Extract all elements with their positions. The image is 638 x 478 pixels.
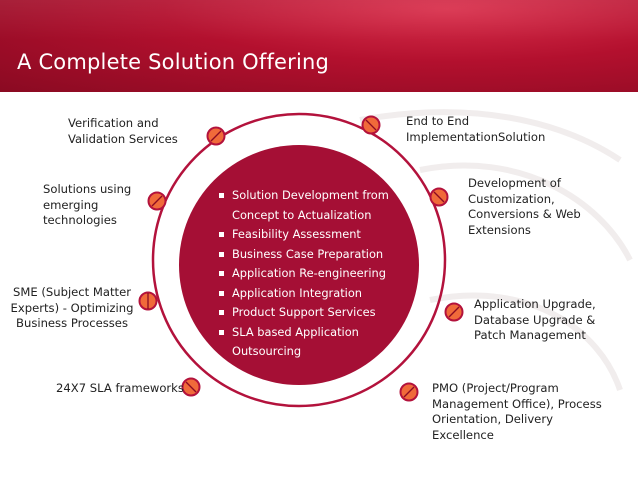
label-sme: SME (Subject Matter Experts) - Optimizin…: [10, 285, 134, 330]
node-end-to-end-marker: [361, 115, 381, 135]
center-circle: [179, 145, 419, 385]
label-pmo: PMO (Project/Program Management Office),…: [432, 381, 602, 442]
node-verification-marker: [206, 126, 226, 146]
label-emerging: Solutions using emerging technologies: [43, 182, 132, 227]
node-emerging-marker: [147, 191, 167, 211]
label-sla: 24X7 SLA frameworks: [56, 381, 184, 395]
center-item: Business Case Preparation: [218, 245, 398, 265]
outer-ring: [151, 112, 447, 408]
background-swirl: [359, 109, 633, 391]
center-item: Concept to Actualization: [232, 207, 372, 222]
label-verification: Verification and Validation Services: [68, 116, 178, 146]
label-end-to-end: End to End ImplementationSolution: [406, 114, 546, 144]
center-item: SLA based Application: [218, 323, 398, 343]
center-item: Product Support Services: [218, 303, 398, 323]
title-banner: [0, 0, 638, 92]
node-sme-marker: [138, 291, 158, 311]
center-item: Feasibility Assessment: [218, 225, 398, 245]
label-customization: Development of Customization, Conversion…: [468, 176, 581, 237]
center-item: Outsourcing: [232, 344, 302, 358]
center-item: Solution Development from: [218, 186, 398, 206]
slide-title: A Complete Solution Offering: [17, 50, 330, 74]
node-upgrade-marker: [444, 302, 464, 322]
node-pmo-marker: [399, 382, 419, 402]
label-upgrade: Application Upgrade, Database Upgrade & …: [474, 297, 596, 342]
node-sla-marker: [181, 377, 201, 397]
center-item: Application Re-engineering: [218, 264, 398, 284]
center-item: Application Integration: [218, 284, 398, 304]
node-customization-marker: [429, 187, 449, 207]
center-offerings-list: Solution Development from Concept to Act…: [218, 186, 398, 362]
